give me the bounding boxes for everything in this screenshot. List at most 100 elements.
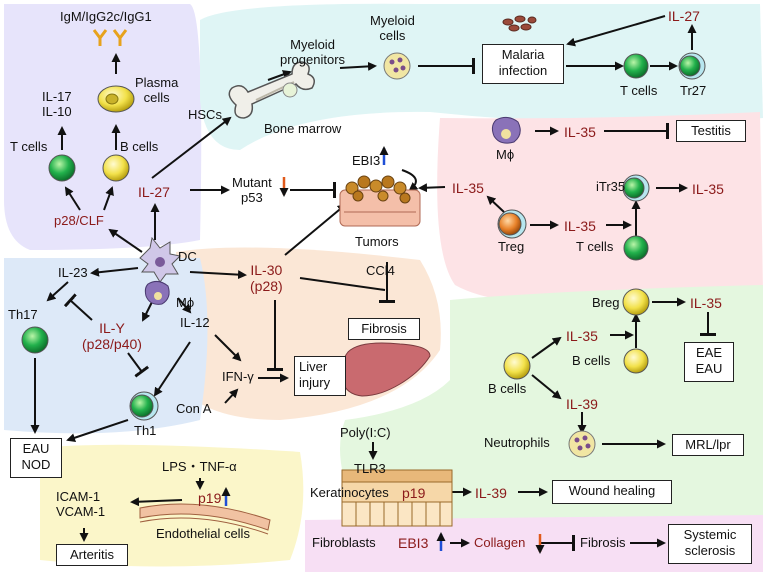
t-cells-top-label: T cells — [620, 83, 658, 98]
mrl-lpr-box: MRL/lpr — [672, 434, 744, 456]
fibrosis-skin-label: Fibrosis — [580, 535, 626, 550]
testitis-box: Testitis — [676, 120, 746, 142]
poly-ic-label: Poly(I:C) — [340, 425, 391, 440]
cyan-region — [200, 3, 763, 150]
il35-treg-label: IL-35 — [564, 218, 596, 234]
pink-region — [437, 112, 763, 303]
breg-label: Breg — [592, 295, 620, 310]
arrow-dc-to-p28clf — [108, 228, 143, 253]
icam-vcam-label: ICAM-1 VCAM-1 — [56, 489, 106, 519]
arrow-dc-to-il12 — [177, 297, 192, 314]
progenitor-cell-icon — [282, 82, 298, 98]
arrow-il35-to-tumor — [418, 183, 446, 193]
itr35-cell-icon — [622, 174, 650, 202]
p28-clf-label: p28/CLF — [54, 213, 104, 228]
con-a-label: Con A — [176, 401, 212, 416]
t-cell-icon — [48, 154, 76, 182]
inhibit-il30-to-fibrosis — [299, 277, 386, 291]
itr35-label: iTr35 — [596, 179, 626, 194]
breg-cell-icon — [622, 288, 650, 316]
mphi-right-label: Mϕ — [496, 147, 515, 162]
il35-testis-label: IL-35 — [564, 124, 596, 140]
tlr3-label: TLR3 — [354, 461, 386, 476]
ebi3-fibro-label: EBI3 — [398, 535, 429, 551]
antibody-label: IgM/IgG2c/IgG1 — [60, 9, 152, 24]
collagen-label: Collagen — [474, 535, 526, 550]
ifn-gamma-label: IFN-γ — [222, 369, 254, 384]
ebi3-tumor-label: EBI3 — [352, 153, 381, 168]
inhibit-ily-to-il23 — [63, 293, 93, 321]
t-cell-right-icon — [623, 235, 649, 261]
arrow-p28clf-to-tcell — [64, 186, 81, 211]
background-regions — [4, 3, 763, 572]
th17-label: Th17 — [8, 307, 38, 322]
il17-il10-label: IL-17 IL-10 — [42, 89, 72, 119]
arrow-il30-to-tumor — [284, 203, 347, 256]
b-cells-right-label: B cells — [488, 381, 527, 396]
arrow-il27-to-malaria — [566, 15, 666, 47]
plasma-cell-icon — [97, 85, 135, 113]
magenta-region — [305, 515, 763, 572]
arrow-p28clf-to-bcell — [103, 186, 114, 211]
tumors-label: Tumors — [355, 234, 399, 249]
bone-marrow-label: Bone marrow — [264, 121, 342, 136]
treg-label: Treg — [498, 239, 525, 254]
myeloid-progenitors-label: Myeloid progenitors — [280, 37, 346, 67]
plasma-cells-label: Plasma cells — [135, 75, 179, 105]
il27-mid-label: IL-27 — [138, 184, 170, 200]
malaria-box: Malaria infection — [482, 44, 564, 84]
antibody-icon — [92, 29, 128, 46]
mphi-center-label: Mϕ — [176, 295, 195, 310]
arrows — [30, 15, 716, 551]
il12-label: IL-12 — [180, 315, 210, 330]
il39-skin-label: IL-39 — [475, 485, 507, 501]
endothelial-label: Endothelial cells — [156, 526, 250, 541]
tumor-icon — [339, 175, 421, 227]
arrow-dc-to-il23 — [90, 267, 139, 277]
t-cells-right-label: T cells — [576, 239, 614, 254]
wound-healing-box: Wound healing — [552, 480, 672, 504]
eau-nod-box: EAU NOD — [10, 438, 62, 478]
b-cell-breg-icon — [623, 348, 649, 374]
hscs-label: HSCs — [188, 107, 222, 122]
fibroblasts-label: Fibroblasts — [312, 535, 376, 550]
dc-icon — [139, 236, 182, 283]
skin-layer-icon — [341, 469, 453, 527]
arrow-th1-to-eau — [66, 419, 129, 443]
b-cells-breg-label: B cells — [572, 353, 611, 368]
eae-eau-box: EAE EAU — [684, 342, 734, 382]
arrow-cona-to-ifn — [224, 388, 239, 404]
il27-top-label: IL-27 — [668, 8, 700, 24]
b-cell-icon — [102, 154, 130, 182]
arrow-il27-to-hscs — [151, 116, 232, 179]
malaria-parasite-icon — [502, 15, 537, 32]
liver-icon — [341, 342, 431, 397]
il35-itr-label: IL-35 — [692, 181, 724, 197]
arrow-ebi3-to-tumor — [401, 169, 419, 192]
neutrophil-icon — [568, 430, 596, 458]
th17-cell-icon — [21, 326, 49, 354]
il39-top-label: IL-39 — [566, 396, 598, 412]
systemic-sclerosis-box: Systemic sclerosis — [668, 524, 752, 564]
endothelial-vessel-icon — [139, 503, 271, 535]
fibrosis-liver-box: Fibrosis — [348, 318, 420, 340]
mutant-p53-label: Mutant p53 — [232, 175, 272, 205]
myeloid-cell-icon — [383, 52, 411, 80]
lps-tnf-label: LPS・TNF-α — [162, 459, 237, 474]
arrow-bcells-to-il35 — [531, 336, 562, 359]
arrow-progenitors-to-myeloid — [339, 61, 377, 71]
il30-label: IL-30 (p28) — [250, 262, 283, 295]
tr27-label: Tr27 — [680, 83, 707, 98]
b-cells-left-label: B cells — [120, 139, 159, 154]
lavender-region — [4, 4, 202, 250]
p19-vessel-label: p19 — [198, 490, 222, 506]
il35-tumor-label: IL-35 — [452, 180, 484, 196]
macrophage-right-icon — [491, 116, 521, 144]
arrow-bcells-to-il39 — [531, 374, 562, 400]
myeloid-cells-label: Myeloid cells — [370, 13, 415, 43]
arrow-p19-to-icam — [130, 497, 183, 507]
arrow-treg-to-il35-up — [486, 195, 505, 213]
arrow-il12-to-ifn — [214, 334, 242, 362]
